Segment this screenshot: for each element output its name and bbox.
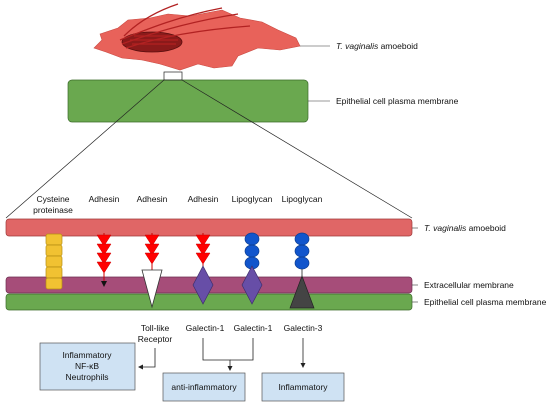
galectin-1-shape-b xyxy=(241,265,263,305)
receptor-label-3: Galectin-1 xyxy=(234,323,273,333)
box3-text: Inflammatory xyxy=(278,382,328,392)
label-amoeboid-top: T. vaginalis amoeboid xyxy=(336,41,418,51)
receptor-label-4: Galectin-3 xyxy=(284,323,323,333)
amoeboid-cell xyxy=(93,9,301,71)
arrowhead-1 xyxy=(138,364,143,370)
epithelial-membrane-top xyxy=(67,79,309,123)
arrowhead-2 xyxy=(227,366,233,371)
molecule-label-6: Lipoglycan xyxy=(282,194,323,204)
molecule-label-4: Adhesin xyxy=(188,194,219,204)
adhesin-2 xyxy=(144,233,160,272)
box1-line1: Inflammatory xyxy=(62,350,112,360)
galectin-3-shape xyxy=(289,275,315,309)
flagella xyxy=(119,3,251,49)
molecule-label-2: Adhesin xyxy=(89,194,120,204)
label-amoeboid-band: T. vaginalis amoeboid xyxy=(424,223,506,233)
toll-like-receptor-shape xyxy=(141,269,163,309)
molecule-label-5: Lipoglycan xyxy=(232,194,273,204)
lipoglycan-2 xyxy=(294,232,310,270)
label-epithelial-top: Epithelial cell plasma membrane xyxy=(336,96,459,106)
label-extracellular: Extracellular membrane xyxy=(424,280,514,290)
receptor-label-1: Toll-like xyxy=(141,323,170,333)
epithelial-band xyxy=(5,293,413,311)
lipoglycan-1 xyxy=(244,232,260,270)
box2-text: anti-inflammatory xyxy=(171,382,237,392)
box1-line3: Neutrophils xyxy=(66,372,109,382)
arrowhead-3 xyxy=(300,363,306,368)
receptor-label-2: Galectin-1 xyxy=(186,323,225,333)
molecule-label-1b: proteinase xyxy=(33,205,73,215)
box1-line2: NF-κB xyxy=(75,361,99,371)
outcome-box-inflammatory-nfkb xyxy=(39,342,136,391)
galectin-1-shape-a xyxy=(192,265,214,305)
molecule-label-3: Adhesin xyxy=(137,194,168,204)
outcome-box-anti-inflammatory xyxy=(162,372,246,402)
adhesin-1 xyxy=(96,233,112,287)
zoom-line-left xyxy=(5,79,165,219)
zoom-line-right xyxy=(181,79,413,219)
label-epithelial-band: Epithelial cell plasma membrane xyxy=(424,297,547,307)
molecule-label-1: Cysteine xyxy=(36,194,69,204)
amoeboid-band xyxy=(5,218,413,237)
outcome-box-inflammatory xyxy=(261,372,345,402)
zoom-box xyxy=(163,71,183,81)
cysteine-proteinase xyxy=(45,233,63,290)
receptor-label-1b: Receptor xyxy=(138,334,173,344)
arrows xyxy=(142,338,304,368)
